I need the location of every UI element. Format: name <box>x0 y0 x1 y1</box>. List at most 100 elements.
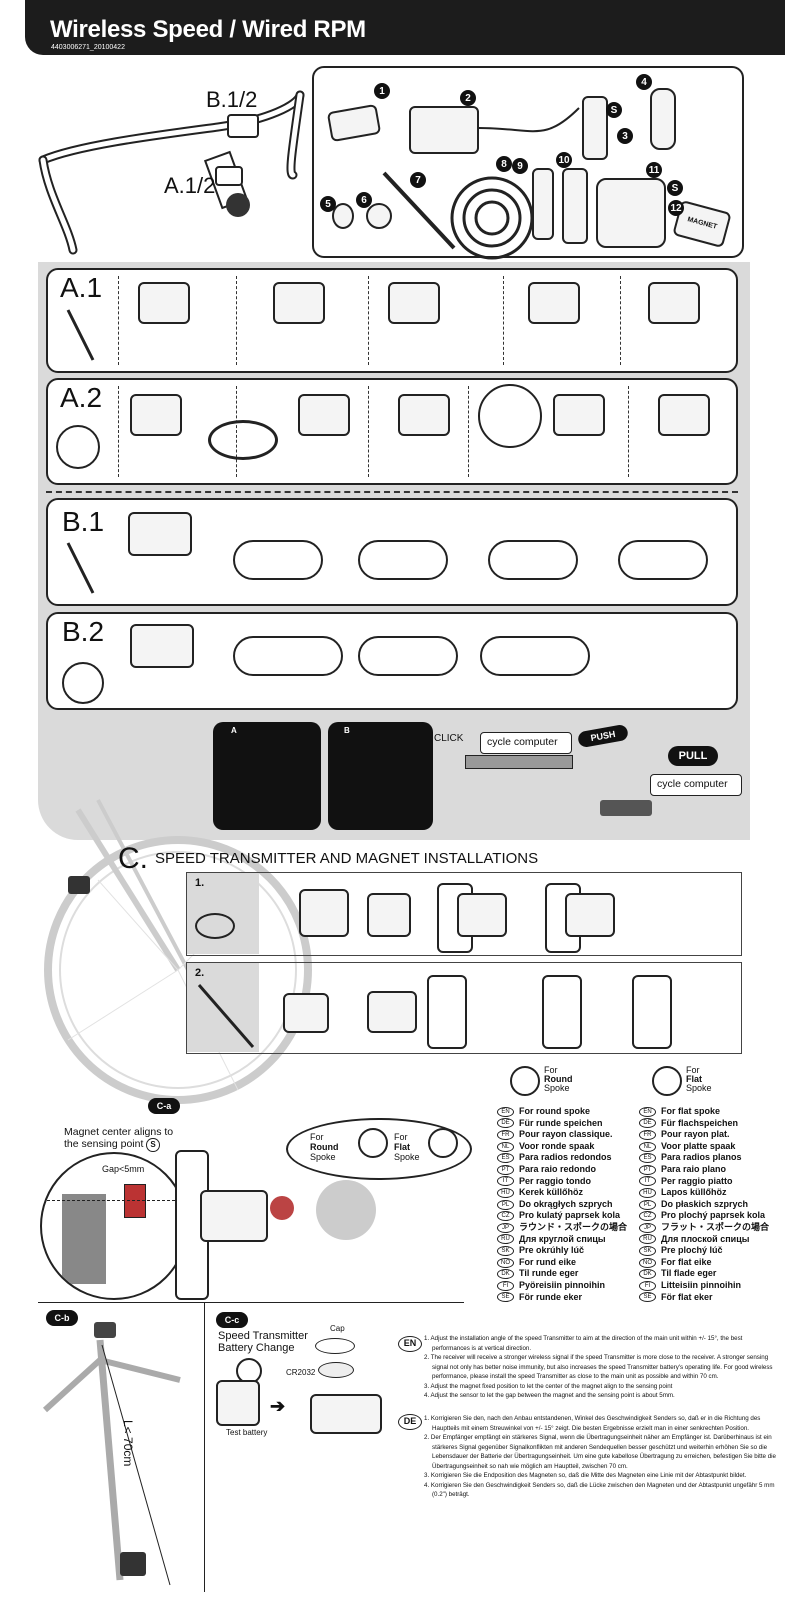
divider <box>503 276 504 365</box>
note-line: 3. Korrigieren Sie die Endposition des M… <box>424 1472 747 1479</box>
step-image <box>299 889 349 937</box>
flat-spoke-text: För flat eker <box>661 1291 713 1302</box>
step-image <box>130 624 194 668</box>
document-code: 4403006271_20100422 <box>51 44 125 51</box>
cable-tie-icon <box>197 984 255 1048</box>
mount-label-a-text: A.1/2 <box>164 173 216 198</box>
panel-b2: B.2 <box>46 612 738 710</box>
part-pad-9 <box>532 168 554 240</box>
flat-spoke-caption: For Flat Spoke <box>686 1066 712 1093</box>
test-battery-label: Test battery <box>226 1428 268 1437</box>
alignment-line <box>42 1200 186 1201</box>
bubble-flat-spoke: Spoke <box>394 1152 420 1162</box>
round-spoke-text: Para radios redondos <box>519 1152 612 1163</box>
round-spoke-row: PL Do okrągłych szprych <box>497 1199 647 1211</box>
part-pad-10 <box>562 168 588 244</box>
en-notes: 1. Adjust the installation angle of the … <box>424 1334 794 1401</box>
c-step-2-number: 2. <box>195 967 205 979</box>
bracket-drawing <box>600 800 652 816</box>
panel-a1-label: A.1 <box>60 272 103 303</box>
flat-spoke-text: Per raggio piatto <box>661 1175 733 1186</box>
sensing-point-badge: S <box>146 1138 160 1152</box>
flat-spoke-header: For Flat Spoke <box>652 1066 742 1102</box>
flat-spoke-text: Para raio plano <box>661 1163 727 1174</box>
step-image <box>367 893 411 937</box>
lang-code-badge: FI <box>497 1280 514 1291</box>
flat-spoke-text: Litteisiin pinnoihin <box>661 1279 741 1290</box>
note-line: performance, please install the speed Tr… <box>432 1373 719 1380</box>
lang-code-badge: ES <box>497 1153 514 1164</box>
part-cap-6 <box>366 203 392 229</box>
lang-code-badge: CZ <box>497 1211 514 1222</box>
step-image <box>553 394 605 436</box>
de-notes: 1. Korrigieren Sie den, nach den Anbau e… <box>424 1414 794 1500</box>
lang-code-badge: FI <box>639 1280 656 1291</box>
panel-a2-label: A.2 <box>60 382 103 413</box>
bubble-round: For Round Spoke <box>310 1132 339 1162</box>
tube-drawing <box>233 636 343 676</box>
part-number-12: 12 <box>668 200 684 216</box>
bubble-flat-for: For <box>394 1132 408 1142</box>
cycle-computer-box-1: cycle computer <box>480 732 572 754</box>
cap-label: Cap <box>330 1324 345 1333</box>
step-image <box>398 394 450 436</box>
panel-b1-label: B.1 <box>62 506 105 537</box>
section-c-letter: C. <box>118 842 148 875</box>
flat-spoke-text: Para radios planos <box>661 1152 742 1163</box>
divider <box>468 386 469 477</box>
arrow-icon: ➔ <box>270 1396 286 1416</box>
tube-vertical <box>542 975 582 1049</box>
part-cap-5 <box>332 203 354 229</box>
c-step-1: 1. <box>186 872 742 956</box>
flat-spoke-text: Pro plochý paprsek kola <box>661 1210 766 1221</box>
step-image <box>273 282 325 324</box>
gap-label: Gap<5mm <box>102 1164 145 1174</box>
note-line: 1. Adjust the installation angle of the … <box>424 1335 743 1342</box>
sensor-body <box>62 1194 106 1284</box>
lang-code-badge: HU <box>639 1187 656 1198</box>
lang-code-badge: PT <box>639 1164 656 1175</box>
part-number-3: 3 <box>617 128 633 144</box>
divider <box>620 276 621 365</box>
lang-code-badge: PL <box>497 1199 514 1210</box>
zoom-circle <box>478 384 542 448</box>
flat-spoke-text: Lapos küllőhöz <box>661 1187 727 1198</box>
magnet-note-text: Magnet center aligns to the sensing poin… <box>64 1126 174 1150</box>
mount-label-b-text: B.1/2 <box>206 87 258 112</box>
photo-a-label: A <box>231 726 237 735</box>
bubble-round-type: Round <box>310 1142 339 1152</box>
tube-drawing <box>233 540 323 580</box>
bubble-flat: For Flat Spoke <box>394 1132 420 1162</box>
round-spoke-row: ES Para radios redondos <box>497 1152 647 1164</box>
tag-c-b: C-b <box>46 1310 78 1326</box>
battery-title-line1: Speed Transmitter <box>218 1330 308 1342</box>
note-line: 3. Adjust the magnet fixed position to l… <box>424 1382 673 1390</box>
lang-badge-en: EN <box>398 1336 422 1352</box>
part-speed-bracket <box>409 106 479 154</box>
round-for: For <box>544 1065 558 1075</box>
transmitter-on-fork <box>68 876 90 894</box>
flat-spoke-text: Voor platte spaak <box>661 1140 736 1151</box>
lang-code-badge: SK <box>639 1245 656 1256</box>
lang-code-badge: ES <box>639 1153 656 1164</box>
lang-badge-de: DE <box>398 1414 422 1430</box>
round-spoke-text: Do okrągłych szprych <box>519 1198 613 1209</box>
part-number-4: 4 <box>636 74 652 90</box>
bottom-divider <box>38 1302 464 1303</box>
part-number-11: 11 <box>646 162 662 178</box>
divider <box>236 276 237 365</box>
magnet-block <box>124 1184 146 1218</box>
tube-drawing <box>480 636 590 676</box>
handlebar-drawing <box>38 90 305 255</box>
flat-spoke-icon <box>428 1128 458 1158</box>
lang-code-badge: RU <box>497 1234 514 1245</box>
round-spoke-text: För runde eker <box>519 1291 583 1302</box>
computer-on-bar <box>94 1322 116 1338</box>
